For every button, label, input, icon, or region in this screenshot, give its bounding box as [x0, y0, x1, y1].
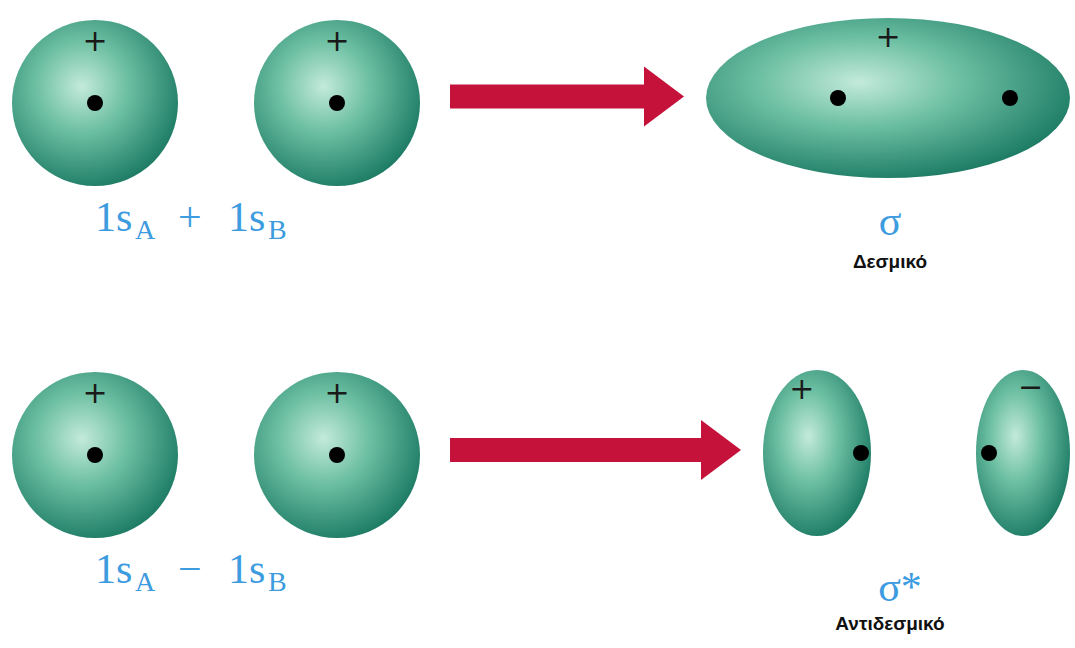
orbital-subscript: B	[268, 216, 287, 244]
orbital-symbol: 1s	[95, 548, 132, 590]
orbital-fill	[12, 20, 178, 186]
orbital-symbol: 1s	[228, 196, 265, 238]
phase-sign: +	[82, 26, 107, 56]
operator-sign: −	[178, 548, 202, 590]
phase-sign: +	[324, 26, 349, 56]
reaction-arrow	[450, 67, 684, 127]
orbital-symbol: 1s	[228, 548, 265, 590]
orbital-fill	[706, 18, 1070, 178]
nucleus-dot	[87, 95, 103, 111]
orbital-fill	[763, 370, 871, 536]
orbital-subscript: A	[135, 568, 155, 596]
atomic-orbital-circle: +	[12, 372, 178, 538]
nucleus-dot	[1002, 90, 1018, 106]
antibonding-lobe: +	[763, 370, 871, 536]
nucleus-dot	[830, 90, 846, 106]
arrow-shaft	[450, 85, 646, 109]
phase-sign: +	[875, 22, 900, 52]
orbital-type-label: Δεσμικό	[853, 252, 927, 271]
arrow-shaft	[450, 438, 703, 462]
orbital-subscript: B	[268, 568, 287, 596]
bonding-orbital-ellipse: +	[706, 18, 1070, 178]
orbital-symbol: 1s	[95, 196, 132, 238]
phase-sign: +	[82, 378, 107, 408]
operator-sign: +	[178, 196, 202, 238]
phase-sign: −	[1018, 372, 1043, 402]
atomic-orbital-circle: +	[254, 20, 420, 186]
nucleus-dot	[981, 445, 997, 461]
nucleus-dot	[329, 447, 345, 463]
arrow-head	[701, 420, 741, 480]
nucleus-dot	[329, 95, 345, 111]
nucleus-dot	[853, 445, 869, 461]
orbital-fill	[976, 370, 1070, 536]
orbital-fill	[12, 372, 178, 538]
orbital-name: σ*	[878, 566, 922, 608]
atomic-orbital-circle: +	[254, 372, 420, 538]
reaction-arrow	[450, 420, 741, 480]
antibonding-lobe: −	[976, 370, 1070, 536]
atomic-orbital-circle: +	[12, 20, 178, 186]
orbital-fill	[254, 372, 420, 538]
orbital-subscript: A	[135, 216, 155, 244]
orbital-outline	[763, 370, 871, 536]
phase-sign: +	[789, 374, 814, 404]
orbital-type-label: Αντιδεσμικό	[835, 614, 944, 633]
arrow-head	[644, 67, 684, 127]
nucleus-dot	[87, 447, 103, 463]
phase-sign: +	[324, 378, 349, 408]
orbital-name: σ	[879, 200, 902, 242]
orbital-fill	[254, 20, 420, 186]
